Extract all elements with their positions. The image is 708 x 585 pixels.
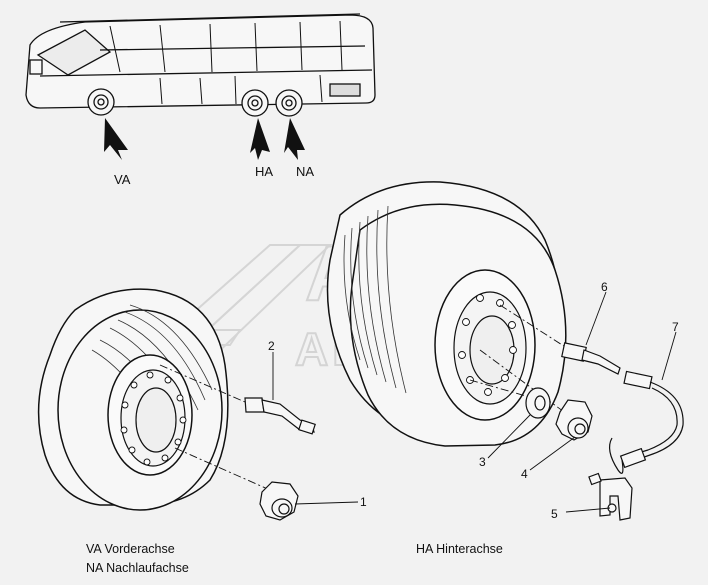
washer-part — [525, 387, 551, 419]
callout-5: 5 — [551, 507, 558, 521]
callout-4: 4 — [521, 467, 528, 481]
label-rear-axle: HA — [255, 164, 274, 179]
callout-3: 3 — [479, 455, 486, 469]
callout-6: 6 — [601, 280, 608, 294]
axle-arrows — [104, 118, 305, 160]
label-front-axle: VA — [114, 172, 131, 187]
valve-hose-part — [619, 370, 684, 469]
label-trailing-axle: NA — [296, 164, 315, 179]
valve-extension-part — [244, 397, 316, 435]
rear-nut-part — [555, 399, 593, 441]
clip-bracket-part — [588, 437, 633, 521]
valve-adapter-part — [561, 342, 621, 375]
callout-2: 2 — [268, 339, 275, 353]
callout-1: 1 — [360, 495, 367, 509]
legend-rear-axle: HA Hinterachse — [416, 542, 503, 556]
callout-7: 7 — [672, 320, 679, 334]
leader-lines — [272, 291, 677, 513]
front-wheel — [37, 288, 229, 511]
legend-front-axle: VA Vorderachse — [86, 542, 175, 556]
front-axis-lines — [159, 364, 271, 491]
rear-dual-wheels — [326, 181, 567, 447]
wheel-nut-part — [259, 481, 299, 521]
legend-trailing-axle: NA Nachlaufachse — [86, 561, 189, 575]
bus-illustration — [25, 13, 376, 117]
